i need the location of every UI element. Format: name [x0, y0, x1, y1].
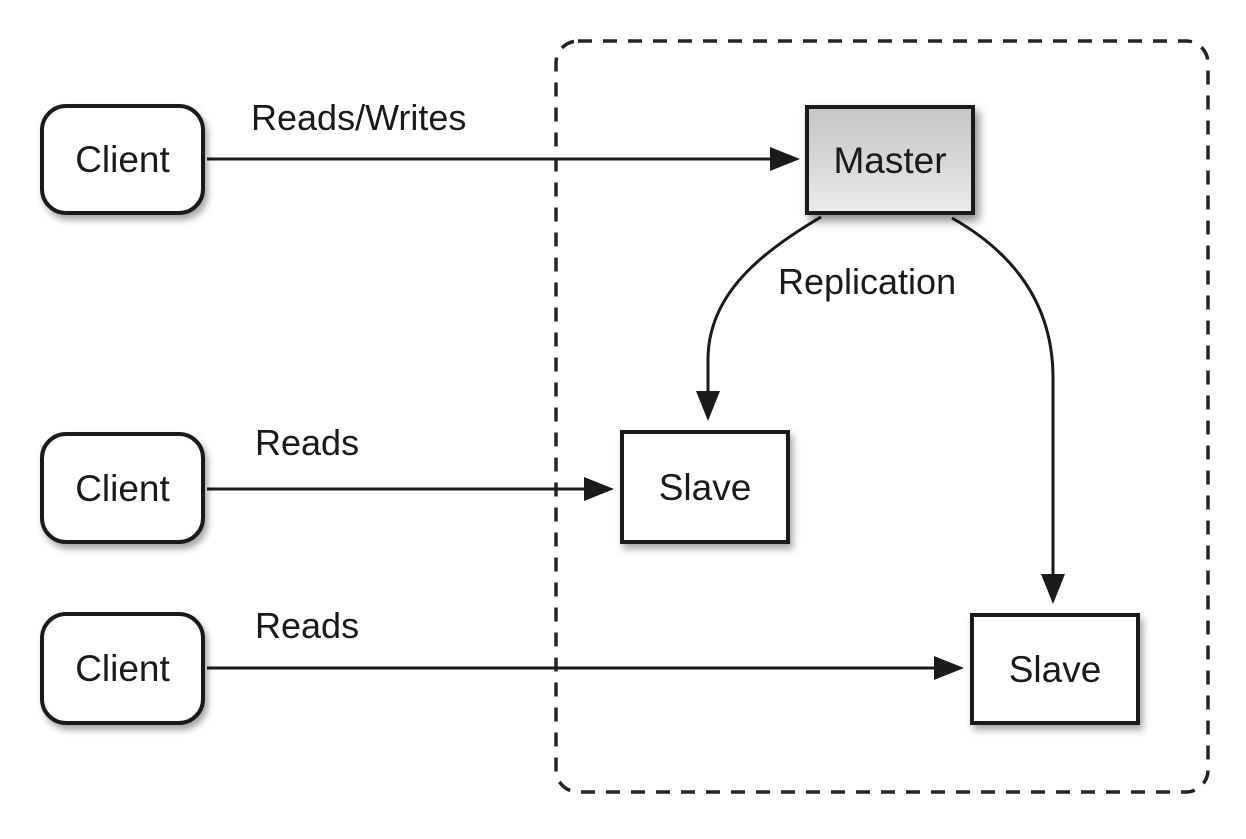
node-slave-right: Slave: [970, 613, 1140, 725]
node-slave-right-label: Slave: [1008, 648, 1102, 690]
edge-label-reads-writes: Reads/Writes: [251, 97, 467, 138]
node-master-label: Master: [833, 139, 947, 181]
node-master: Master: [805, 105, 975, 215]
node-client-top-label: Client: [75, 139, 170, 180]
edge-label-reads-bottom: Reads: [255, 605, 360, 646]
edge-replication-left-arrow: [696, 215, 822, 421]
node-client-bottom-label: Client: [75, 648, 170, 689]
replication-cluster-boundary: [554, 39, 1210, 794]
node-client-middle: Client: [40, 432, 205, 544]
edge-replication-right-arrow: [951, 216, 1065, 604]
edge-label-replication: Replication: [778, 261, 957, 302]
node-client-top: Client: [40, 104, 205, 215]
edge-label-reads-middle: Reads: [255, 422, 360, 463]
node-slave-left: Slave: [620, 430, 790, 544]
node-slave-left-label: Slave: [658, 466, 752, 508]
node-client-middle-label: Client: [75, 467, 170, 509]
node-client-bottom: Client: [40, 612, 205, 725]
